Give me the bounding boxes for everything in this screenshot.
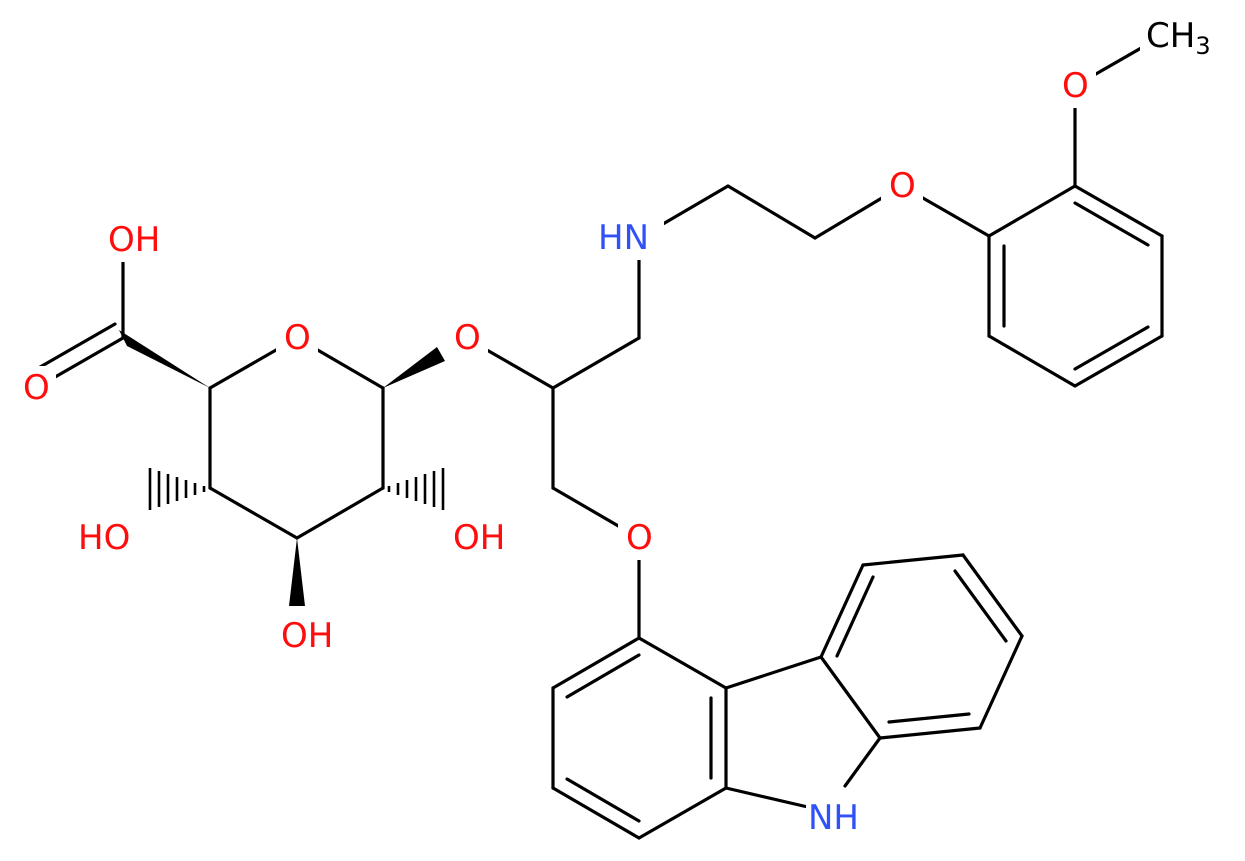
label-layer: OH O O O HO OH OH HN O O CH3 O NH: [16, 14, 1230, 840]
bond-c4b-c5: [819, 563, 865, 659]
atom-o-ring: O: [284, 318, 311, 358]
hash-c4-oh: [148, 468, 206, 510]
bond-ar2-ar3: [1073, 184, 1164, 238]
bond-c8-c8a: [878, 726, 982, 740]
bond-n-c9a: [724, 786, 814, 810]
bond-c4-c3: [208, 486, 299, 540]
bond-ar4-ar5-inner: [1073, 325, 1150, 371]
bond-c9a-c1: [637, 786, 728, 840]
atom-o-carbonyl: O: [23, 368, 50, 408]
bond-cooh-o-2: [26, 322, 117, 376]
atom-o-ether-carbazole: O: [626, 518, 653, 558]
atom-o-ether-top: O: [889, 166, 916, 206]
bond-c8a-n: [843, 736, 882, 788]
bond-c3-c2: [295, 486, 385, 540]
bond-c1-c2-inner: [565, 777, 641, 823]
wedge-c1-oglyc: [383, 347, 445, 388]
bond-ar2-ar3-inner: [1073, 201, 1150, 247]
bond-ar1-ar2: [987, 184, 1077, 238]
bond-c6-c7: [961, 553, 1024, 638]
bond-ch2a-ch2b: [726, 184, 817, 240]
bond-c8-c8a-inner: [887, 712, 971, 724]
bond-c4-c4a: [637, 636, 728, 690]
atom-oh-left: HO: [78, 518, 130, 558]
bond-ar5-ar6: [987, 334, 1077, 388]
atom-nh-amine: HN: [598, 218, 649, 258]
bond-c3-c4: [551, 636, 641, 690]
atom-oh-acid: OH: [108, 220, 160, 260]
atom-oh-bottom: OH: [281, 616, 333, 656]
bond-cc-ch2top: [551, 336, 641, 390]
atom-methyl: CH3: [1146, 16, 1211, 60]
stereo-layer: [119, 330, 445, 606]
atom-o-methoxy: O: [1062, 66, 1089, 106]
bond-c5-c6: [861, 553, 965, 567]
bond-c3-c4-inner: [565, 653, 641, 699]
bond-c7-c8: [978, 634, 1024, 730]
bond-ar4-ar5: [1073, 334, 1164, 388]
atom-nh-carbazole: NH: [808, 798, 859, 838]
bond-c4a-c4b: [724, 655, 823, 690]
wedge-c5-cooh: [119, 330, 210, 388]
hash-c2-oh: [387, 468, 445, 510]
bond-layer: [26, 34, 1164, 840]
atom-oh-right: OH: [453, 518, 505, 558]
bond-c1-c2: [551, 786, 641, 840]
bond-c4b-c8a: [819, 655, 882, 740]
bond-c4b-c5-inner: [835, 575, 875, 658]
bond-c6-c7-inner: [953, 569, 1008, 643]
wedge-c3-oh: [289, 538, 305, 606]
atom-o-glycosidic: O: [454, 318, 481, 358]
